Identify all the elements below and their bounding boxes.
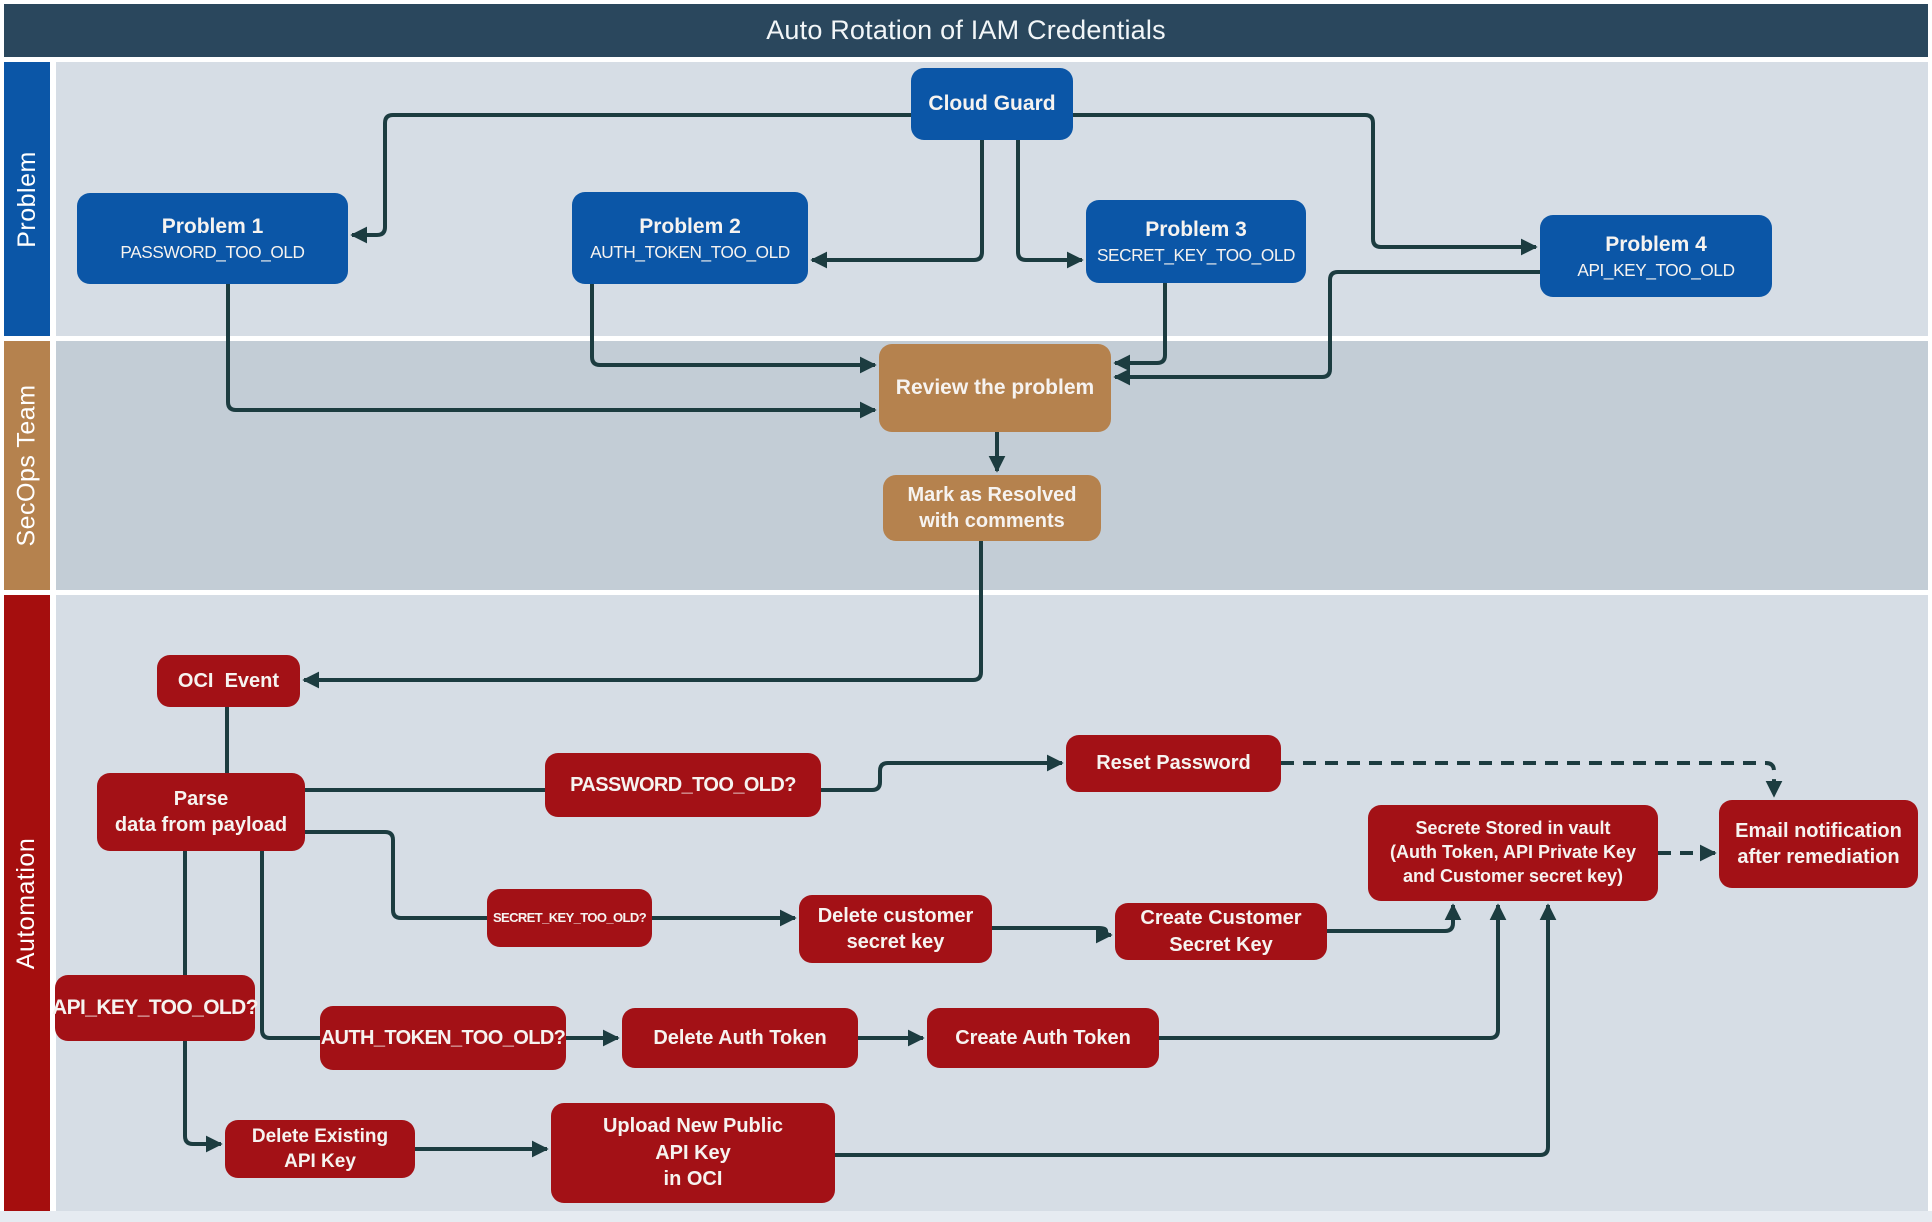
oci-event-label: OCI Event	[177, 669, 280, 692]
mark-resolved-label: with comments	[919, 510, 1065, 532]
review-problem-label: Review the problem	[895, 376, 1095, 400]
problem-1-label: Problem 1	[161, 215, 264, 239]
lane-label-automation: Automation	[4, 595, 50, 1211]
auth-token-too-old-label: AUTH_TOKEN_TOO_OLD?	[320, 1026, 566, 1049]
email-notification-label: after remediation	[1737, 846, 1900, 868]
problem-2-label: AUTH_TOKEN_TOO_OLD	[590, 241, 790, 262]
node-review-problem: Review the problem	[879, 344, 1111, 432]
node-problem-3: Problem 3 SECRET_KEY_TOO_OLD	[1086, 200, 1306, 283]
mark-resolved-label: Mark as Resolved	[907, 483, 1077, 506]
node-delete-auth-token: Delete Auth Token	[622, 1008, 858, 1068]
delete-customer-secret-key-label: secret key	[846, 931, 945, 953]
node-problem-2: Problem 2 AUTH_TOKEN_TOO_OLD	[572, 192, 808, 284]
create-customer-secret-key-label: Secret Key	[1169, 933, 1273, 956]
node-parse-payload: Parse data from payload	[97, 773, 305, 851]
connector-mark-ocievent	[302, 541, 983, 689]
node-mark-resolved: Mark as Resolved with comments	[883, 475, 1101, 541]
node-api-key-too-old: API_KEY_TOO_OLD?	[52, 975, 259, 1041]
vault-secrets-label: and Customer secret key)	[1402, 865, 1624, 886]
connector-createauth-vault	[1159, 903, 1507, 1040]
bottom-strip	[0, 1211, 1932, 1222]
diagram-title-bar: Auto Rotation of IAM Credentials	[4, 4, 1928, 57]
api-key-too-old-label: API_KEY_TOO_OLD?	[52, 996, 259, 1020]
email-notification-label: Email notification	[1735, 819, 1902, 842]
problem-3-label: SECRET_KEY_TOO_OLD	[1096, 245, 1296, 265]
problem-3-label: Problem 3	[1145, 218, 1247, 242]
parse-payload-label: data from payload	[114, 814, 288, 836]
create-customer-secret-key-label: Create Customer	[1140, 907, 1302, 930]
connector-parse-authq	[260, 851, 320, 1040]
connector-problem1-review	[226, 284, 877, 419]
connector-deletecustomer-createcustomer	[992, 926, 1113, 944]
connector-reset-email-dashed	[1281, 761, 1783, 798]
node-secret-key-too-old: SECRET_KEY_TOO_OLD?	[487, 889, 652, 947]
connector-cloudguard-problem1	[350, 113, 911, 244]
problem-4-label: Problem 4	[1605, 232, 1707, 256]
connector-cloudguard-problem4	[1073, 113, 1538, 256]
node-create-auth-token: Create Auth Token	[927, 1008, 1159, 1068]
parse-payload-label: Parse	[173, 787, 229, 810]
connector-createcustomer-vault	[1327, 903, 1462, 933]
node-reset-password: Reset Password	[1066, 735, 1281, 792]
delete-existing-api-key-label: Delete Existing	[251, 1125, 389, 1147]
connector-cloudguard-problem2	[810, 140, 984, 269]
diagram-title: Auto Rotation of IAM Credentials	[766, 15, 1166, 45]
node-oci-event: OCI Event	[157, 655, 300, 707]
node-delete-customer-secret-key: Delete customer secret key	[799, 895, 992, 963]
node-problem-1: Problem 1 PASSWORD_TOO_OLD	[77, 193, 348, 284]
vault-secrets-label: Secrete Stored in vault	[1415, 818, 1611, 839]
connector-parse-secretq	[305, 830, 487, 920]
reset-password-label: Reset Password	[1096, 752, 1251, 775]
upload-new-api-key-label: API Key	[655, 1141, 731, 1164]
lane-label-secops: SecOps Team	[4, 341, 50, 590]
problem-2-label: Problem 2	[639, 214, 741, 238]
node-problem-4: Problem 4 API_KEY_TOO_OLD	[1540, 215, 1772, 297]
node-auth-token-too-old: AUTH_TOKEN_TOO_OLD?	[320, 1006, 566, 1070]
connector-problem4-review	[1113, 270, 1540, 386]
vault-secrets-label: (Auth Token, API Private Key	[1389, 842, 1637, 863]
upload-new-api-key-label: in OCI	[663, 1168, 723, 1191]
cloud-guard-label: Cloud Guard	[928, 92, 1056, 116]
connector-problem3-review	[1113, 283, 1167, 372]
upload-new-api-key-label: Upload New Public	[602, 1115, 784, 1138]
delete-existing-api-key-label: API Key	[284, 1151, 356, 1172]
lane-automation-background	[56, 595, 1928, 1211]
node-cloud-guard: Cloud Guard	[911, 68, 1073, 140]
node-vault-secrets: Secrete Stored in vault (Auth Token, API …	[1368, 805, 1658, 901]
connector-upload-vault	[835, 903, 1557, 1157]
create-auth-token-label: Create Auth Token	[955, 1026, 1131, 1049]
problem-1-label: PASSWORD_TOO_OLD	[120, 242, 305, 262]
node-password-too-old: PASSWORD_TOO_OLD?	[545, 753, 821, 817]
delete-customer-secret-key-label: Delete customer	[817, 904, 974, 927]
connector-problem2-review	[590, 284, 877, 374]
connector-parse-deleteexisting	[183, 851, 223, 1153]
password-too-old-label: PASSWORD_TOO_OLD?	[570, 773, 796, 796]
delete-auth-token-label: Delete Auth Token	[653, 1026, 827, 1049]
connector-cloudguard-problem3	[1016, 140, 1084, 269]
secret-key-too-old-label: SECRET_KEY_TOO_OLD?	[492, 910, 647, 926]
node-email-notification: Email notification after remediation	[1719, 800, 1918, 888]
problem-4-label: API_KEY_TOO_OLD	[1577, 259, 1735, 280]
connector-passwordq-reset	[821, 754, 1064, 792]
lane-label-problem: Problem	[4, 62, 50, 336]
